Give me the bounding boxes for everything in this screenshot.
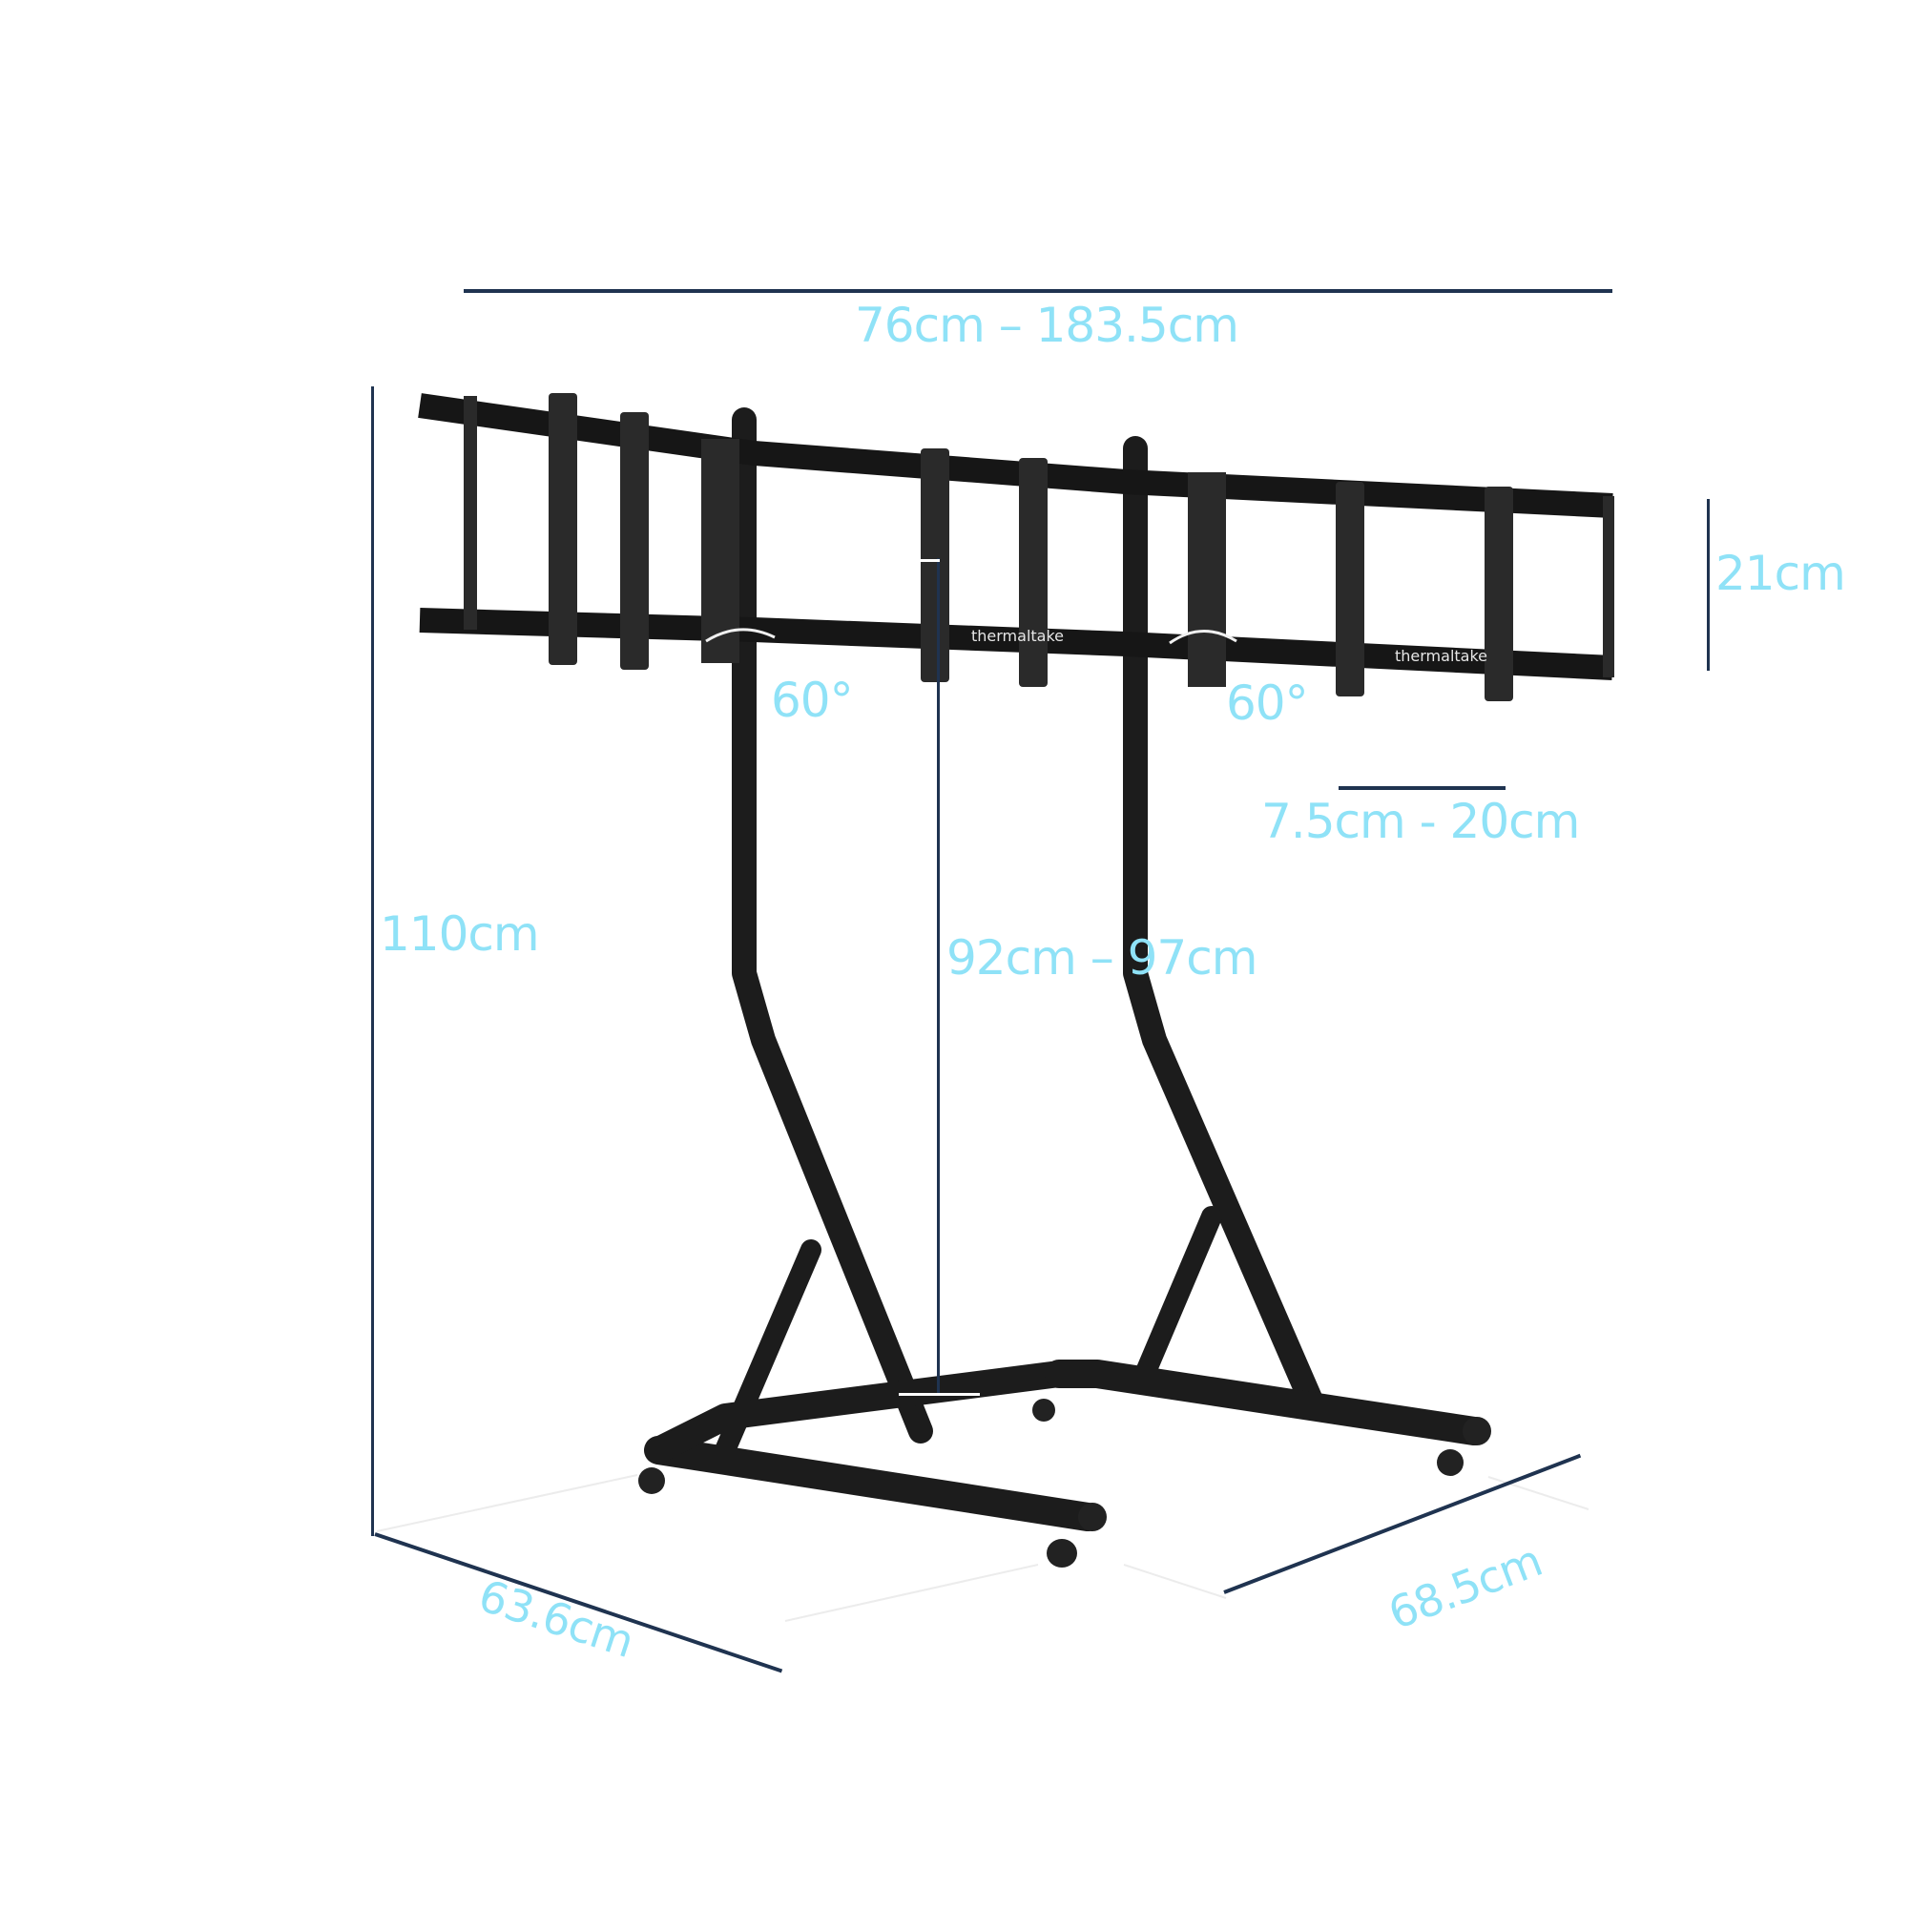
top-crossbar [418,393,1613,518]
mount-height-range-label: 92cm – 97cm [946,930,1257,986]
width-range-label: 76cm – 183.5cm [855,298,1239,353]
mount-height-dimension-line [937,558,940,1393]
left-upright [732,407,933,1444]
svg-text:thermaltake: thermaltake [1395,647,1487,665]
total-height-label: 110cm [380,906,540,962]
base-rail-right [1045,1360,1488,1445]
bracket-spacing-dimension-line [1339,786,1506,790]
bracket-height-label: 21cm [1715,546,1846,601]
bracket-height-dimension-line [1707,499,1710,671]
swivel-left-label: 60° [771,673,854,728]
right-upright [1123,436,1324,1415]
height-dimension-line [371,386,374,1536]
base-rail-left [644,1436,1102,1531]
bracket-spacing-range-label: 7.5cm - 20cm [1261,794,1580,849]
swivel-right-label: 60° [1226,675,1309,731]
width-dimension-line [464,289,1612,293]
brand-logo: thermaltake [971,627,1064,645]
mount-height-tick-top [906,559,940,562]
mount-height-tick-bottom [899,1393,980,1396]
